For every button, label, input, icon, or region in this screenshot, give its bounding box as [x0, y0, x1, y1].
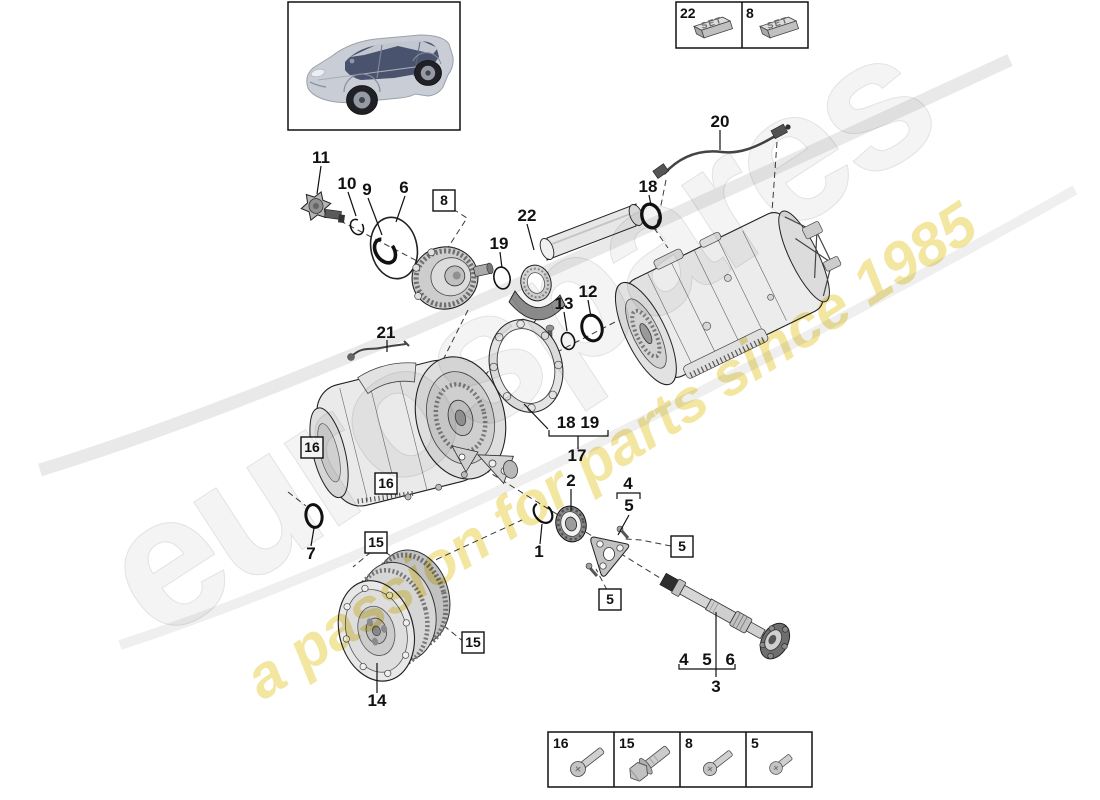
svg-text:5: 5 — [606, 591, 614, 607]
gasket — [488, 319, 564, 413]
o-ring-part-7 — [304, 503, 324, 529]
callout-13[interactable]: 13 — [555, 294, 574, 313]
porsche-cayenne-thumbnail-icon — [306, 34, 454, 115]
callout-18[interactable]: 18 — [639, 177, 658, 196]
svg-text:16: 16 — [378, 475, 394, 491]
callout-14[interactable]: 14 — [368, 691, 387, 710]
svg-text:15: 15 — [368, 534, 384, 550]
set-legend: 22 SET 8 SET — [675, 1, 809, 49]
callout-11[interactable]: 11 — [312, 148, 330, 167]
ring-part-10 — [349, 218, 365, 236]
center-bearing-part-22 — [508, 264, 566, 340]
callout-box-15-upper[interactable]: 15 — [364, 531, 388, 554]
callout-6[interactable]: 6 — [399, 178, 408, 197]
screw-legend-cell-5[interactable]: 5 — [751, 735, 795, 777]
callout-box-8[interactable]: 8 — [432, 189, 456, 212]
hex-flange-bolt-icon — [629, 745, 671, 782]
svg-text:8: 8 — [746, 5, 754, 21]
screw-legend-cell-15[interactable]: 15 — [619, 735, 674, 785]
differential — [411, 246, 494, 310]
callout-box-15-lower[interactable]: 15 — [461, 631, 485, 654]
callout-9[interactable]: 9 — [362, 180, 371, 199]
callout-4-5-6[interactable]: 4 5 6 — [679, 650, 735, 669]
callout-21[interactable]: 21 — [377, 323, 396, 342]
watermark-swoosh — [38, 54, 1078, 650]
tube-part-17 — [539, 203, 644, 261]
output-shaft-part-3 — [659, 572, 791, 660]
breather-line-part-21 — [347, 340, 410, 361]
callout-19[interactable]: 19 — [490, 234, 509, 253]
set-block-icon: SET — [758, 15, 800, 39]
callout-22[interactable]: 22 — [518, 206, 537, 225]
o-ring-part-18 — [640, 202, 662, 230]
o-ring-part-6 — [369, 216, 419, 280]
svg-text:15: 15 — [465, 634, 481, 650]
pan-head-screw-icon — [703, 750, 733, 776]
svg-text:22: 22 — [680, 5, 696, 21]
svg-text:5: 5 — [751, 735, 759, 751]
vehicle-box — [287, 1, 461, 131]
seal-ring-part-12 — [580, 313, 604, 343]
leader-lines — [310, 130, 736, 693]
pan-head-screw-icon — [570, 747, 605, 777]
parts — [300, 123, 842, 682]
svg-text:8: 8 — [685, 735, 693, 751]
callout-box-5-lower[interactable]: 5 — [598, 588, 622, 611]
mount-bracket-small — [451, 445, 479, 473]
set-legend-cell-8[interactable]: 8 SET — [746, 5, 800, 40]
callout-3[interactable]: 3 — [711, 677, 720, 696]
bearing-part-2 — [555, 505, 587, 543]
svg-text:16: 16 — [304, 439, 320, 455]
snap-ring-part-1 — [532, 502, 554, 524]
vent-line-part-20 — [652, 123, 791, 179]
input-flange-part-11 — [300, 191, 346, 224]
short-pan-head-screw-icon — [769, 754, 793, 775]
screw-legend: 16 15 8 5 — [547, 731, 813, 788]
set-block-icon: SET — [692, 15, 734, 39]
callout-box-5-right[interactable]: 5 — [670, 535, 694, 558]
svg-text:5: 5 — [678, 538, 686, 554]
callout-10[interactable]: 10 — [338, 174, 357, 193]
callout-20[interactable]: 20 — [711, 112, 730, 131]
callout-17[interactable]: 17 — [568, 446, 587, 465]
callout-box-16-lower[interactable]: 16 — [374, 472, 398, 495]
svg-text:8: 8 — [440, 192, 448, 208]
torque-converter-part-14 — [337, 549, 451, 682]
screw-legend-cell-8[interactable]: 8 — [685, 735, 735, 778]
callout-1[interactable]: 1 — [534, 542, 543, 561]
ring-part-13 — [560, 331, 576, 351]
callout-5[interactable]: 5 — [624, 496, 633, 515]
callout-box-16-upper[interactable]: 16 — [300, 436, 324, 459]
circlip-part-9 — [372, 237, 398, 265]
set-legend-cell-22[interactable]: 22 SET — [680, 5, 734, 40]
screw-legend-cell-16[interactable]: 16 — [553, 735, 607, 780]
watermark: eurospares a passion for parts since 198… — [65, 0, 989, 712]
svg-text:15: 15 — [619, 735, 635, 751]
callout-4[interactable]: 4 — [623, 474, 633, 493]
callout-18-19[interactable]: 18 19 — [557, 413, 600, 432]
callout-12[interactable]: 12 — [579, 282, 598, 301]
callout-labels: 11 10 9 6 22 19 18 20 21 12 13 18 19 17 … — [300, 112, 735, 710]
bearing-bracket-part-4 — [585, 525, 630, 577]
o-ring-part-19 — [493, 266, 511, 290]
svg-text:16: 16 — [553, 735, 569, 751]
callout-7[interactable]: 7 — [306, 544, 315, 563]
callout-2[interactable]: 2 — [566, 471, 575, 490]
transmission-assembly — [614, 210, 842, 386]
